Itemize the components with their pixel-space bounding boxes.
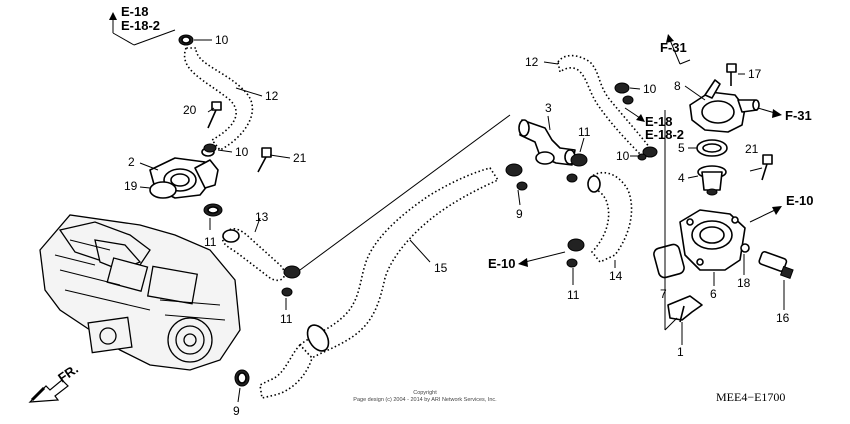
callout-16: 16 <box>776 311 790 325</box>
callout-11: 11 <box>204 235 217 249</box>
clamp-11-center <box>566 153 588 183</box>
hose-14 <box>589 171 633 263</box>
reference-labels: E-18 E-18-2 E-18 E-18-2 F-31 F-31 E-10 E… <box>55 4 813 385</box>
callout-13: 13 <box>255 210 269 224</box>
bolt-21-right <box>761 154 773 181</box>
hose-13 <box>221 228 286 282</box>
copyright-line2: Page design (c) 2004 - 2014 by ARI Netwo… <box>353 397 497 403</box>
callout-6: 6 <box>710 287 717 301</box>
clamp-10-right-top <box>614 82 634 105</box>
ref-e18-right: E-18 <box>645 114 672 129</box>
callout-18: 18 <box>737 276 751 290</box>
thermostat-cover-8 <box>689 79 760 133</box>
callout-14: 14 <box>609 269 623 283</box>
housing-6 <box>679 209 746 271</box>
hose-14-end <box>587 175 601 193</box>
washer-18 <box>740 243 750 253</box>
seal-5-inner <box>702 143 722 153</box>
ref-f31-top: F-31 <box>660 40 687 55</box>
clamp-9-bottom <box>234 369 250 387</box>
callout-7: 7 <box>660 287 667 301</box>
callout-5: 5 <box>678 141 685 155</box>
callout-10: 10 <box>235 145 249 159</box>
hose-15 <box>298 167 500 360</box>
clamp-10-mid <box>203 143 217 153</box>
callout-11: 11 <box>280 312 293 326</box>
callout-12: 12 <box>525 55 539 69</box>
gasket-19 <box>149 181 177 199</box>
callout-21: 21 <box>745 142 759 156</box>
callout-8: 8 <box>674 79 681 93</box>
clamp-10-top <box>178 34 194 46</box>
clamp-11-lower <box>566 238 585 268</box>
ref-e10-right: E-10 <box>786 193 813 208</box>
callout-9: 9 <box>233 404 240 418</box>
bolt-21-left <box>257 147 272 173</box>
gasket-7 <box>653 243 685 279</box>
callout-10: 10 <box>616 149 630 163</box>
diagram-code: MEE4−E1700 <box>716 390 785 404</box>
hose-12-left <box>183 47 254 152</box>
callout-12: 12 <box>265 89 279 103</box>
ref-e18-2-top: E-18-2 <box>121 18 160 33</box>
bolt-17 <box>726 63 737 86</box>
callout-4: 4 <box>678 171 685 185</box>
callout-11: 11 <box>567 288 580 302</box>
callout-11: 11 <box>578 125 591 139</box>
callouts: 10 12 20 10 21 2 19 11 13 11 9 15 3 9 11… <box>124 33 790 418</box>
thermostat-4 <box>697 165 727 196</box>
ref-f31-right: F-31 <box>785 108 812 123</box>
ref-e10-left: E-10 <box>488 256 515 271</box>
callout-19: 19 <box>124 179 138 193</box>
callout-17: 17 <box>748 67 762 81</box>
sensor-16 <box>758 250 794 280</box>
leader-lines <box>139 39 785 403</box>
callout-3: 3 <box>545 101 552 115</box>
ref-arrows <box>28 12 782 403</box>
ref-e18-2-right: E-18-2 <box>645 127 684 142</box>
callout-9: 9 <box>516 207 523 221</box>
copyright-line1: Copyright <box>413 390 437 396</box>
hose-15-bend <box>259 343 313 399</box>
callout-20: 20 <box>183 103 197 117</box>
callout-10: 10 <box>215 33 229 47</box>
hose-15-joint <box>306 324 330 352</box>
hose-13-end <box>222 229 240 243</box>
engine-block <box>39 214 241 371</box>
ref-e18-top: E-18 <box>121 4 148 19</box>
pipe-3 <box>518 119 576 166</box>
bracket-1 <box>667 295 703 323</box>
bolt-20 <box>207 101 222 129</box>
callout-15: 15 <box>434 261 448 275</box>
callout-21: 21 <box>293 151 307 165</box>
clamp-9-center <box>505 163 528 191</box>
callout-2: 2 <box>128 155 135 169</box>
hose-12-right <box>557 54 652 158</box>
clamp-11-left <box>203 203 223 217</box>
clamp-11-hose13 <box>281 265 301 297</box>
callout-1: 1 <box>677 345 684 359</box>
callout-10: 10 <box>643 82 657 96</box>
